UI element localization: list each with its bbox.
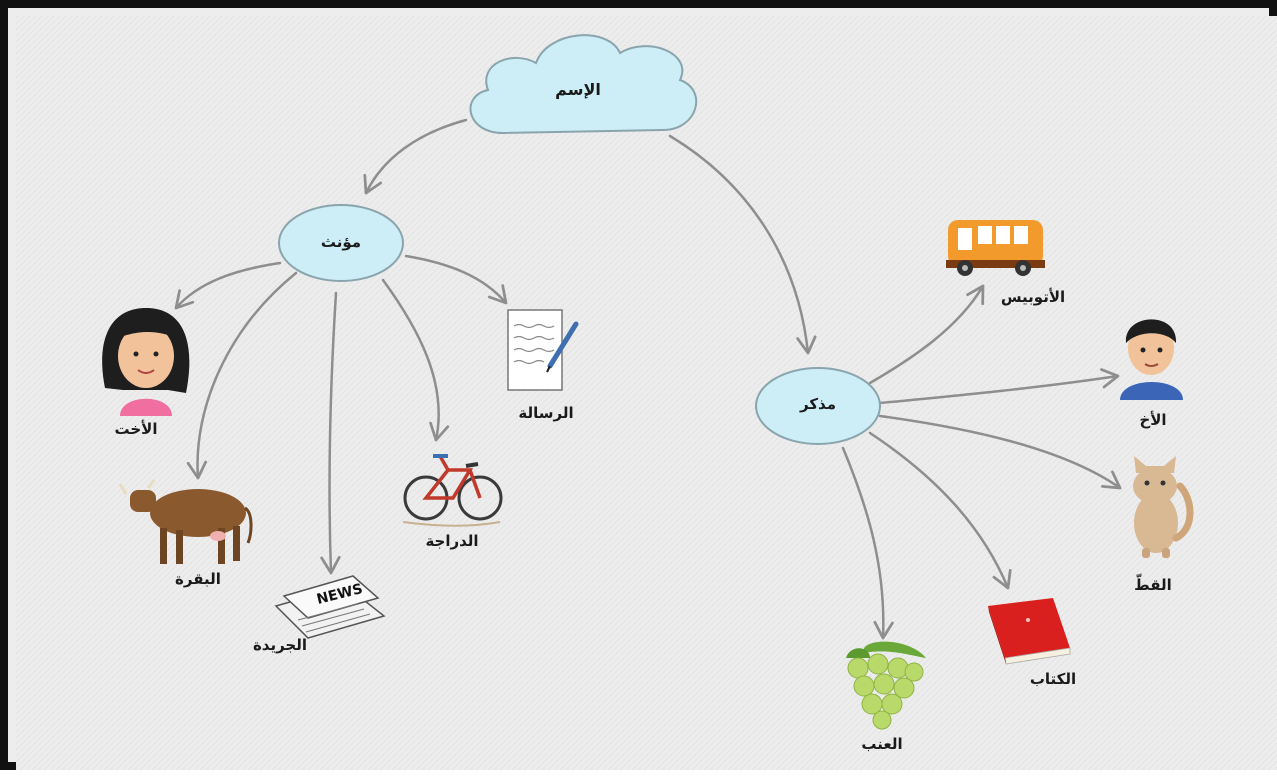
diagram-canvas: NEWS xyxy=(16,16,1277,770)
book-label: الكتاب xyxy=(1029,670,1077,688)
newspaper-label: الجريدة xyxy=(252,636,308,654)
arrow-feminine-to-newspaper xyxy=(320,291,341,575)
arrow-feminine-to-sister xyxy=(174,261,282,310)
bicycle-icon xyxy=(402,454,503,527)
masculine-node xyxy=(755,367,881,445)
sister-label: الأخت xyxy=(114,420,158,438)
boy-icon xyxy=(1120,319,1183,400)
arrow-masculine-to-cat xyxy=(878,414,1122,490)
grapes-label: العنب xyxy=(861,735,903,753)
arrow-feminine-to-letter xyxy=(404,254,508,305)
bus-label: الأتوبيس xyxy=(1000,288,1066,306)
arrow-masculine-to-bus xyxy=(868,284,985,385)
letter-label: الرسالة xyxy=(518,404,574,422)
feminine-node xyxy=(278,204,404,282)
masculine-node-label: مذكر xyxy=(799,395,836,413)
arrow-root-to-feminine xyxy=(363,118,468,195)
brother-label: الأخ xyxy=(1139,411,1167,429)
arrow-masculine-to-brother xyxy=(878,368,1120,405)
root-cloud-node xyxy=(469,34,698,135)
arrow-masculine-to-grapes xyxy=(841,446,894,640)
book-icon xyxy=(988,598,1071,665)
bus-icon xyxy=(946,220,1045,276)
cat-label: القطّ xyxy=(1134,576,1172,594)
girl-icon xyxy=(102,308,190,416)
letter-icon xyxy=(507,309,579,391)
newspaper-icon: NEWS xyxy=(274,575,386,639)
bicycle-label: الدراجة xyxy=(425,532,479,550)
arrow-feminine-to-cow xyxy=(186,271,298,480)
arrow-masculine-to-book xyxy=(868,431,1012,590)
feminine-node-label: مؤنث xyxy=(320,233,362,251)
cow-icon xyxy=(118,479,253,564)
cat-icon xyxy=(1133,456,1194,558)
grapes-icon xyxy=(846,641,926,730)
arrow-root-to-masculine xyxy=(668,134,817,355)
cow-label: البقرة xyxy=(175,570,221,588)
root-node-label: الإسم xyxy=(555,80,601,99)
arrow-feminine-to-bicycle xyxy=(381,278,450,442)
